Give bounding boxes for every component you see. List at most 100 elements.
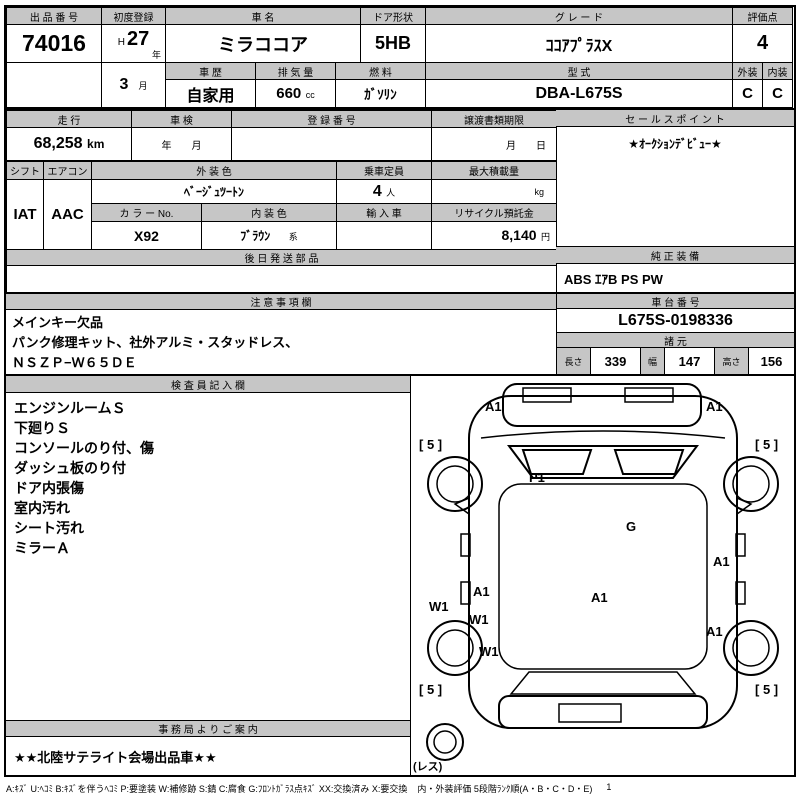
dimensions-label: 諸 元 — [557, 333, 794, 348]
fuel: ｶﾞｿﾘﾝ — [334, 79, 427, 108]
first-reg-month-unit: 月 — [138, 80, 148, 91]
color-no-label: カ ラ ー No. — [91, 203, 202, 222]
caution-line: ＮＳＺＰ−Ｗ６５ＤＥ — [12, 355, 137, 370]
length-value: 339 — [591, 348, 641, 374]
width-label: 幅 — [641, 348, 665, 374]
inspector-line: コンソールのり付、傷 — [14, 440, 154, 456]
diagram-mark: P1 — [529, 470, 545, 485]
inspector-line: ドア内張傷 — [14, 480, 84, 496]
diagram-mark: [ 5 ] — [755, 437, 779, 452]
equipment-value: ABS ｴｱB PS PW — [564, 271, 663, 287]
section-middle: 走 行 車 検 登 録 番 号 譲渡書類期限 68,258 km 年 月 月 日 — [6, 110, 794, 294]
office-text: ★★北陸サテライト会場出品車★★ — [14, 749, 217, 765]
shift-value: IAT — [6, 179, 44, 250]
shift-label: シフト — [6, 161, 44, 180]
first-reg-year-unit: 年 — [151, 49, 161, 60]
diagram-mark: (レス) — [413, 761, 443, 773]
length-label: 長さ — [557, 348, 591, 374]
aircon-label: エアコン — [43, 161, 92, 180]
section-divider — [6, 292, 794, 294]
diagram-mark: [ 5 ] — [419, 437, 443, 452]
inspection-value: 年 月 — [131, 127, 232, 161]
legend-strip: A:ｷｽﾞ U:ﾍｺﾐ B:ｷｽﾞを伴うﾍｺﾐ P:要塗装 W:補修跡 S:錆 … — [6, 782, 794, 795]
history: 自家用 — [165, 79, 256, 108]
page-number: 1 — [606, 782, 612, 792]
model-label: 型 式 — [425, 62, 734, 80]
inspector-lines: エンジンルームＳ 下廻りＳ コンソールのり付、傷 ダッシュ板のり付 ドア内張傷 … — [6, 393, 410, 720]
chassis-column: 車 台 番 号 L675S-0198336 諸 元 長さ 339 幅 147 高… — [556, 294, 794, 374]
displacement-label: 排 気 量 — [255, 62, 336, 80]
spec-table: シフト エアコン 外 装 色 乗車定員 最大積載量 IAT AAC ﾍﾞｰｼﾞｭ… — [6, 161, 557, 294]
first-reg-month-cell: 3 月 — [101, 62, 166, 108]
legend-rating: 内・外装評価 5段階ﾗﾝｸ順(A・B・C・D・E) — [417, 784, 593, 794]
width-value: 147 — [665, 348, 715, 374]
auction-no: 74016 — [6, 24, 102, 63]
chassis-label: 車 台 番 号 — [557, 294, 794, 309]
capacity-label: 乗車定員 — [336, 161, 432, 180]
int-score-label: 内装 — [762, 62, 794, 80]
model-code: DBA-L675S — [425, 79, 734, 108]
section-divider — [6, 108, 794, 110]
fuel-label: 燃 料 — [334, 62, 427, 80]
history-label: 車 歴 — [165, 62, 256, 80]
car-name: ミラココア — [164, 24, 362, 63]
diagram-mark: W1 — [429, 599, 449, 614]
later-parts-value — [6, 265, 557, 294]
door-shape-label: ドア形状 — [360, 7, 427, 25]
inspector-line: ミラーＡ — [14, 540, 70, 556]
color-no: X92 — [91, 221, 202, 250]
auction-no-label: 出 品 番 号 — [6, 7, 102, 25]
grade-label: グ レ ー ド — [425, 7, 734, 25]
middle-left-column: 走 行 車 検 登 録 番 号 譲渡書類期限 68,258 km 年 月 月 日 — [6, 110, 557, 294]
inspector-line: 室内汚れ — [14, 500, 70, 516]
import-label: 輸 入 車 — [336, 203, 432, 222]
first-reg-month: 3 — [119, 76, 129, 93]
diagram-mark: A1 — [591, 590, 608, 605]
caution-column: 注 意 事 項 欄 メインキー欠品 パンク修理キット、社外アルミ・スタッドレス、… — [6, 294, 556, 374]
ext-color-label: 外 装 色 — [91, 161, 337, 180]
capacity-unit: 人 — [386, 187, 396, 198]
diagram-mark: A1 — [485, 399, 502, 414]
inspector-line: シート汚れ — [14, 520, 84, 536]
height-value: 156 — [760, 353, 783, 369]
caution-lines: メインキー欠品 パンク修理キット、社外アルミ・スタッドレス、 ＮＳＺＰ−Ｗ６５Ｄ… — [6, 310, 556, 373]
displacement-unit: cc — [305, 89, 315, 100]
mileage-unit: km — [87, 137, 105, 151]
mileage-label: 走 行 — [6, 110, 132, 128]
reg-no-label: 登 録 番 号 — [231, 110, 432, 128]
inspector-column: 検 査 員 記 入 欄 エンジンルームＳ 下廻りＳ コンソールのり付、傷 ダッシ… — [6, 376, 410, 775]
score: 4 — [732, 24, 794, 63]
mileage-cell: 68,258 km — [6, 127, 132, 161]
section-cautions: 注 意 事 項 欄 メインキー欠品 パンク修理キット、社外アルミ・スタッドレス、… — [6, 294, 794, 374]
chassis-no: L675S-0198336 — [557, 309, 794, 333]
section-divider — [6, 374, 794, 376]
section-inspection: 検 査 員 記 入 欄 エンジンルームＳ 下廻りＳ コンソールのり付、傷 ダッシ… — [6, 376, 794, 775]
transfer-deadline-label: 譲渡書類期限 — [431, 110, 557, 128]
first-reg-label: 初度登録 — [101, 7, 166, 25]
diagram-mark: [ 5 ] — [755, 682, 779, 697]
diagram-mark: W1 — [469, 612, 489, 627]
diagram-mark: A1 — [706, 624, 723, 639]
inspector-line: 下廻りＳ — [14, 420, 70, 436]
diagram-mark: G — [626, 519, 637, 534]
first-reg-year: 27 — [126, 27, 150, 50]
ext-score-label: 外装 — [732, 62, 764, 80]
diagram-mark: [ 5 ] — [419, 682, 443, 697]
dimensions-row: 長さ 339 幅 147 高さ 156 — [557, 348, 794, 374]
diagram-mark: A1 — [473, 584, 490, 599]
first-reg-year-wrap: H 27 年 — [103, 26, 165, 62]
reg-no-value — [231, 127, 432, 161]
ext-score: C — [732, 79, 764, 108]
caution-line: メインキー欠品 — [12, 315, 104, 330]
mileage: 68,258 — [33, 135, 83, 152]
diagram-mark: A1 — [713, 554, 730, 569]
inspection-label: 車 検 — [131, 110, 232, 128]
car-name-label: 車 名 — [164, 7, 362, 25]
auction-sheet: 出 品 番 号 初度登録 車 名 ドア形状 グ レ ー ド 評価点 74016 … — [4, 5, 796, 777]
inspector-label: 検 査 員 記 入 欄 — [6, 376, 410, 393]
car-top-view-diagram — [426, 383, 779, 761]
middle-right-column: セ ー ル ス ポ イ ン ト ★ｵｰｸｼｮﾝﾃﾞﾋﾞｭｰ★ 純 正 装 備 A… — [556, 110, 794, 292]
recycle-cell: 8,140 円 — [431, 221, 557, 250]
diagram-mark: W1 — [479, 644, 499, 659]
